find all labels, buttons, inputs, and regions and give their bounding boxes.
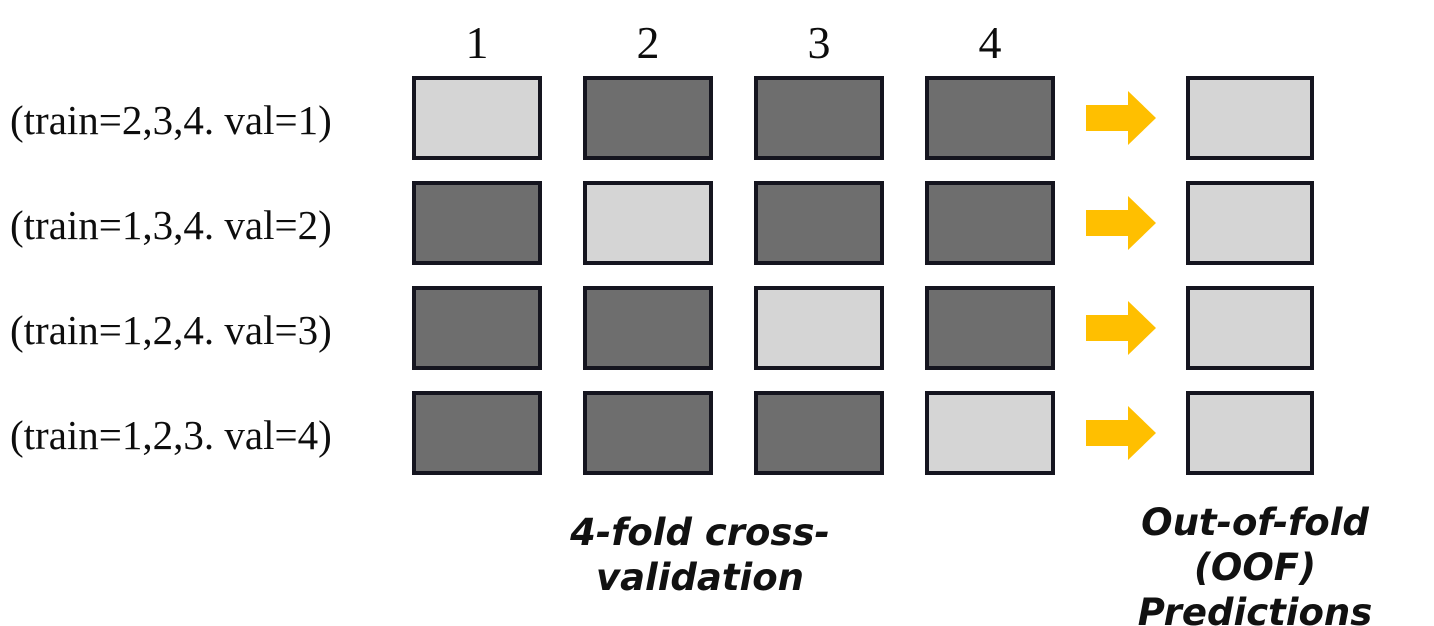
row-label-fold-2: (train=1,3,4. val=2) (10, 202, 332, 248)
caption-cross-validation: 4-fold cross-validation (570, 511, 830, 600)
fold-cell-r2c3-train (754, 181, 884, 265)
fold-cell-r3c2-train (583, 286, 713, 370)
oof-cell-row-4 (1186, 391, 1314, 475)
fold-cell-r3c3-validation (754, 286, 884, 370)
fold-cell-r4c4-validation (925, 391, 1055, 475)
right-arrow-icon-row-4 (1086, 406, 1156, 460)
fold-cell-r1c1-validation (412, 76, 542, 160)
column-header-2: 2 (636, 17, 660, 68)
right-arrow-icon-row-1 (1086, 91, 1156, 145)
row-label-fold-4: (train=1,2,3. val=4) (10, 412, 332, 458)
oof-cell-row-2 (1186, 181, 1314, 265)
right-arrow-icon-row-3 (1086, 301, 1156, 355)
column-header-3: 3 (807, 17, 831, 68)
fold-cell-r1c2-train (583, 76, 713, 160)
fold-cell-r4c1-train (412, 391, 542, 475)
column-header-4: 4 (978, 17, 1002, 68)
fold-cell-r4c3-train (754, 391, 884, 475)
fold-cell-r4c2-train (583, 391, 713, 475)
fold-cell-r1c3-train (754, 76, 884, 160)
fold-cell-r2c1-train (412, 181, 542, 265)
row-label-fold-3: (train=1,2,4. val=3) (10, 307, 332, 353)
column-header-1: 1 (465, 17, 489, 68)
oof-cell-row-1 (1186, 76, 1314, 160)
row-label-fold-1: (train=2,3,4. val=1) (10, 97, 332, 143)
fold-cell-r3c4-train (925, 286, 1055, 370)
fold-cell-r1c4-train (925, 76, 1055, 160)
fold-cell-r3c1-train (412, 286, 542, 370)
oof-cell-row-3 (1186, 286, 1314, 370)
caption-out-of-fold-predictions: Out-of-fold (OOF) Predictions (1137, 501, 1373, 626)
right-arrow-icon-row-2 (1086, 196, 1156, 250)
fold-cell-r2c4-train (925, 181, 1055, 265)
fold-cell-r2c2-validation (583, 181, 713, 265)
